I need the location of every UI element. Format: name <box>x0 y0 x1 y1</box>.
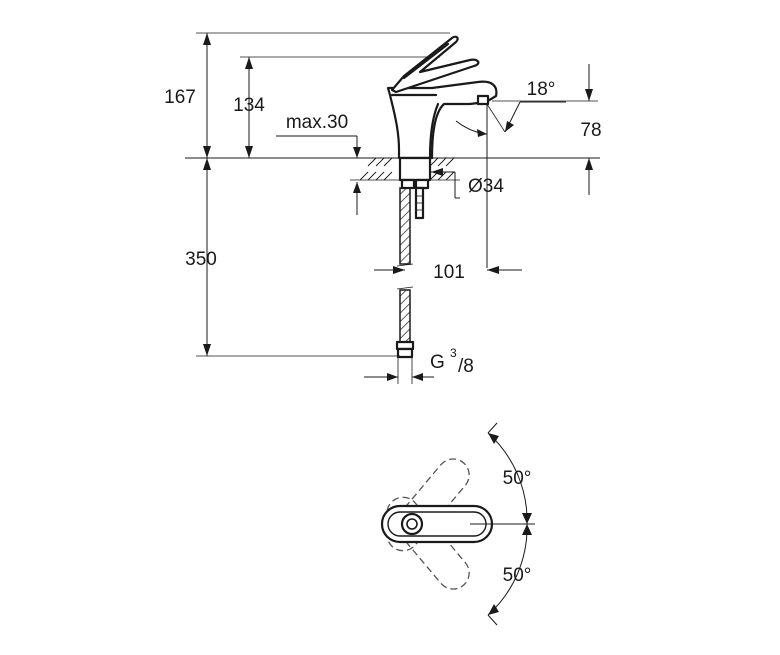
dimension-350: 350 <box>185 158 400 357</box>
dim-label-max30: max.30 <box>286 112 348 133</box>
dim-label-167: 167 <box>164 87 196 108</box>
mounting-assembly <box>398 156 432 220</box>
dimension-thread: G 3 /8 <box>364 346 474 384</box>
dim-label-101: 101 <box>433 262 465 283</box>
worktop-hatching <box>359 157 455 181</box>
dimension-167: 167 <box>164 32 450 356</box>
dimension-max30: max.30 <box>276 112 361 215</box>
dim-label-thread-den: /8 <box>458 356 474 377</box>
dim-label-rotation-down: 50° <box>503 565 532 586</box>
dimension-diameter-34: Ø34 <box>431 168 504 199</box>
dimension-101: 101 <box>374 262 522 283</box>
dim-label-18deg: 18° <box>527 79 556 100</box>
dim-label-78: 78 <box>580 120 601 141</box>
faucet-body <box>386 35 498 160</box>
flexible-hose <box>395 187 415 359</box>
dimension-78: 78 <box>492 64 602 195</box>
side-view: 167 134 max.30 <box>164 32 602 384</box>
dim-label-thread-g: G <box>430 352 445 373</box>
rotation-arc: 50° 50° <box>470 422 535 626</box>
dim-label-rotation-up: 50° <box>503 468 532 489</box>
top-view: 50° 50° <box>380 422 535 626</box>
dim-label-134: 134 <box>233 95 265 116</box>
dimension-134: 134 <box>233 56 440 158</box>
dim-label-thread-num: 3 <box>450 346 457 360</box>
dim-label-350: 350 <box>185 249 217 270</box>
lever-top <box>380 504 494 544</box>
dimension-angle-18: 18° <box>455 79 566 268</box>
dim-label-dia34: Ø34 <box>468 176 504 197</box>
